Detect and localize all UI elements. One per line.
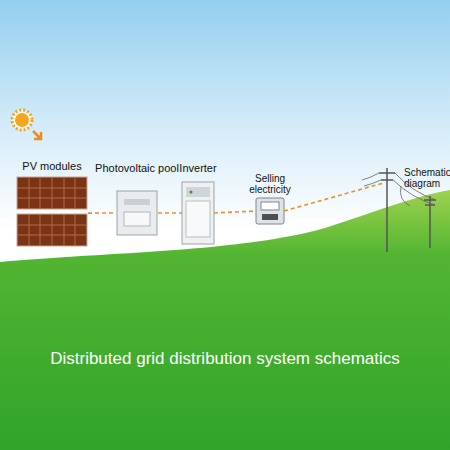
dashed-connector bbox=[214, 211, 256, 213]
combiner-node: Photovoltaic pool bbox=[116, 190, 158, 236]
node-label: PV modules bbox=[22, 161, 81, 172]
grid-pole-node: Schematic diagram bbox=[382, 176, 394, 250]
box-body bbox=[117, 191, 157, 235]
inverter-cabinet bbox=[182, 182, 214, 244]
green-hill bbox=[0, 190, 450, 450]
box-detail bbox=[124, 199, 150, 205]
electricity-meter bbox=[256, 198, 284, 224]
dashed-connector bbox=[158, 212, 182, 214]
inverter-node: Inverter bbox=[182, 182, 214, 244]
caption: Distributed grid distribution system sch… bbox=[0, 349, 450, 369]
pole-second bbox=[424, 196, 436, 248]
meter-node: Selling electricity bbox=[256, 198, 284, 224]
panel-grid bbox=[17, 177, 87, 246]
meter-window bbox=[261, 202, 279, 210]
cabinet-body bbox=[182, 182, 214, 244]
meter-body bbox=[256, 198, 284, 224]
node-label: Schematic diagram bbox=[404, 167, 450, 189]
box-detail bbox=[124, 212, 150, 226]
sun bbox=[15, 113, 29, 127]
pv-panel bbox=[17, 177, 87, 246]
sky bbox=[0, 0, 450, 230]
node-label: Selling electricity bbox=[242, 173, 298, 195]
cabinet-led bbox=[190, 191, 193, 194]
pv-module-node: PV modules bbox=[16, 176, 88, 246]
pole-main bbox=[379, 168, 395, 252]
node-label: Photovoltaic pool bbox=[95, 163, 179, 174]
leader-line bbox=[400, 186, 410, 206]
meter-base bbox=[262, 214, 278, 220]
power-wire bbox=[362, 173, 381, 186]
sun-arrow bbox=[33, 131, 41, 139]
sun-rays bbox=[12, 110, 32, 130]
cabinet-panel bbox=[186, 187, 210, 197]
cabinet-door bbox=[186, 201, 210, 237]
node-label: Inverter bbox=[179, 163, 216, 174]
combiner-box bbox=[117, 191, 157, 235]
dashed-connector bbox=[88, 212, 116, 214]
dashed-connector bbox=[284, 183, 382, 211]
